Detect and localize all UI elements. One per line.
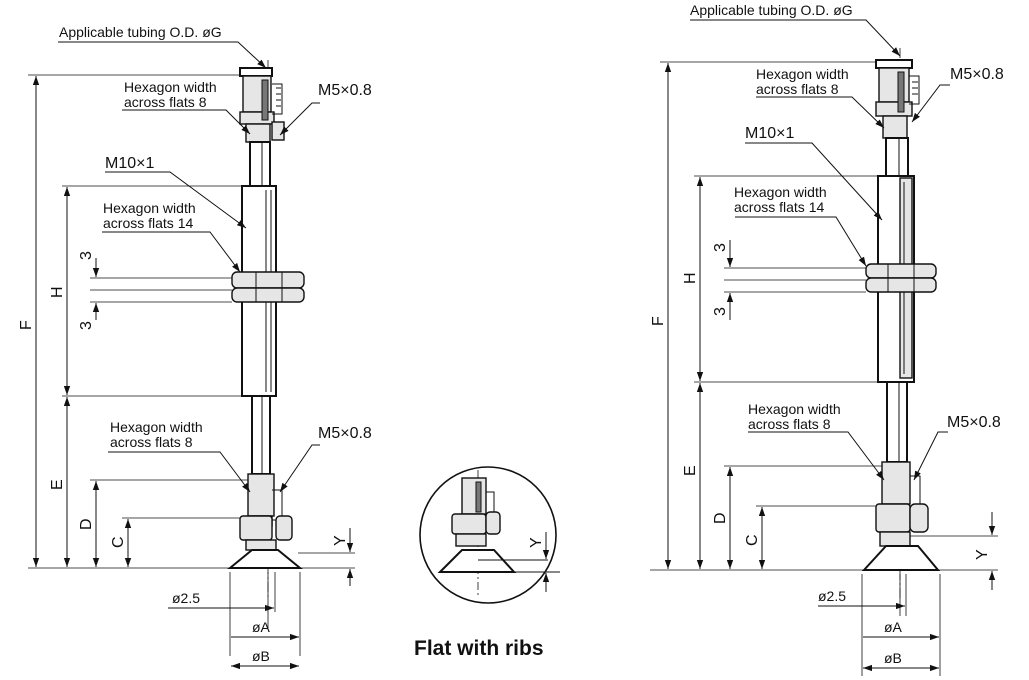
right-hex-mid-label-1: Hexagon width <box>734 184 827 200</box>
right-dim-C: C <box>744 534 761 546</box>
right-hex-mid-label-2: across flats 14 <box>734 199 824 215</box>
left-hex-nut-2 <box>231 287 305 303</box>
left-dim-Y: Y <box>332 535 349 546</box>
detail-circle <box>419 466 557 604</box>
left-hex-bot-label-1: Hexagon width <box>110 419 203 435</box>
detail-view: Y Flat with ribs <box>414 466 560 660</box>
left-dim-H: H <box>49 286 66 298</box>
left-hex-top-label-2: across flats 8 <box>124 94 207 110</box>
left-dim-3b: 3 <box>78 321 95 330</box>
left-tubing-label: Applicable tubing O.D. øG <box>59 24 222 40</box>
left-hex-bottom <box>239 515 273 541</box>
left-lower-fitting <box>247 473 275 517</box>
right-hex-top-label-2: across flats 8 <box>756 81 839 97</box>
left-dim-C: C <box>110 536 127 548</box>
right-drawing: Applicable tubing O.D. øG Hexagon width … <box>650 2 1004 676</box>
right-m5-bot-label: M5×0.8 <box>947 414 1001 431</box>
left-suction-pad <box>227 549 303 569</box>
left-dim-F: F <box>18 320 35 330</box>
right-hex-nut-2 <box>865 277 937 293</box>
right-dim-F: F <box>650 316 667 326</box>
left-drawing: Applicable tubing O.D. øG Hexagon width … <box>18 24 372 670</box>
right-suction-pad <box>861 545 941 571</box>
left-hex-top-label-1: Hexagon width <box>124 79 217 95</box>
right-dim-Y: Y <box>974 549 991 560</box>
left-hex-bot-label-2: across flats 8 <box>110 434 193 450</box>
left-top-fitting-cap <box>239 67 273 77</box>
left-dim-D: D <box>78 518 95 530</box>
right-dim-3a: 3 <box>712 243 729 252</box>
left-m10-label: M10×1 <box>105 155 154 172</box>
right-dim-H: H <box>682 272 699 284</box>
right-hex-bot-label-1: Hexagon width <box>748 401 841 417</box>
right-m5-top-label: M5×0.8 <box>950 66 1004 83</box>
left-hex-top <box>239 111 275 125</box>
left-hex-mid-label-2: across flats 14 <box>103 215 193 231</box>
left-hex-nut-1 <box>231 271 305 289</box>
right-dim-D: D <box>712 512 729 524</box>
left-m5-top-label: M5×0.8 <box>318 82 372 99</box>
left-d25-label: ø2.5 <box>172 590 200 606</box>
right-dim-3b: 3 <box>712 307 729 316</box>
left-dB-label: øB <box>252 648 270 664</box>
right-m10-label: M10×1 <box>745 125 794 142</box>
right-dA-label: øA <box>884 619 903 635</box>
right-dB-label: øB <box>884 650 902 666</box>
right-dim-E: E <box>682 465 699 476</box>
left-hex-mid-label-1: Hexagon width <box>103 200 196 216</box>
right-hex-bot-label-2: across flats 8 <box>748 416 831 432</box>
detail-caption: Flat with ribs <box>414 637 544 660</box>
right-d25-label: ø2.5 <box>818 588 846 604</box>
detail-dim-Y: Y <box>528 537 545 548</box>
left-dim-E: E <box>49 479 66 490</box>
right-hex-top <box>875 101 913 117</box>
right-lower-fitting <box>881 461 911 505</box>
right-hex-top-label-1: Hexagon width <box>756 66 849 82</box>
right-hex-bottom <box>875 503 911 533</box>
left-m5-bot-label: M5×0.8 <box>318 425 372 442</box>
right-tubing-label: Applicable tubing O.D. øG <box>690 2 853 18</box>
right-top-fitting-cap <box>875 59 913 69</box>
right-hex-nut-1 <box>865 263 937 279</box>
left-dA-label: øA <box>252 619 271 635</box>
left-dim-3a: 3 <box>78 251 95 260</box>
